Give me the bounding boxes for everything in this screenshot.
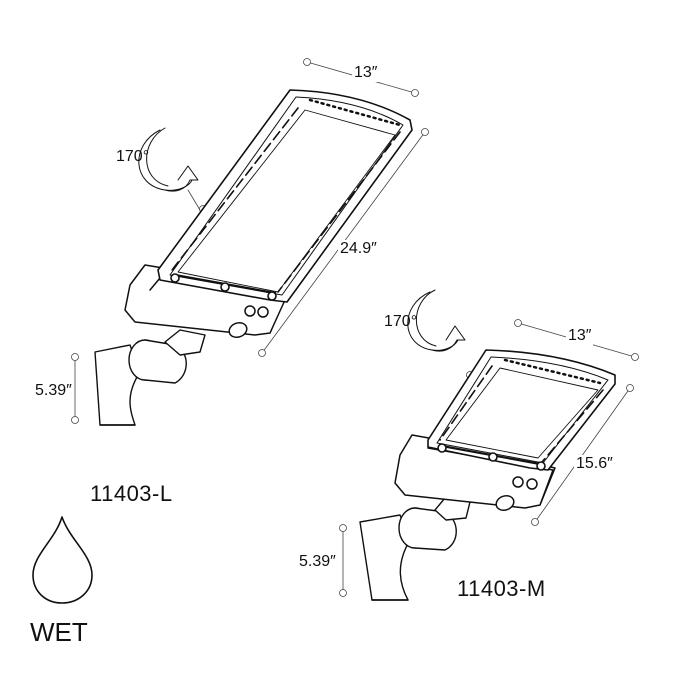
large-panel <box>157 89 413 303</box>
large-rotation-arrow-icon <box>138 127 199 192</box>
large-width-label: 13″ <box>352 64 380 82</box>
medium-rotation-arrow-icon <box>407 289 466 352</box>
wet-rating-label: WET <box>30 617 88 647</box>
large-arm-height-label: 5.39″ <box>33 382 74 400</box>
large-model-label: 11403-L <box>90 481 173 506</box>
large-bracket-arm <box>94 329 206 426</box>
water-drop-icon <box>32 516 93 604</box>
medium-housing <box>394 434 556 512</box>
medium-model-label: 11403-M <box>457 576 546 601</box>
medium-fixture <box>339 289 639 601</box>
large-fixture <box>71 58 429 426</box>
medium-width-label: 13″ <box>566 327 594 345</box>
large-housing <box>124 264 286 339</box>
medium-length-label: 15.6″ <box>574 455 615 473</box>
medium-arm-height-label: 5.39″ <box>297 553 338 571</box>
large-length-label: 24.9″ <box>338 240 379 258</box>
medium-bracket-arm <box>359 497 471 601</box>
medium-panel <box>427 349 616 471</box>
medium-rotation-label: 170° <box>384 313 418 330</box>
large-rotation-label: 170° <box>116 148 150 165</box>
